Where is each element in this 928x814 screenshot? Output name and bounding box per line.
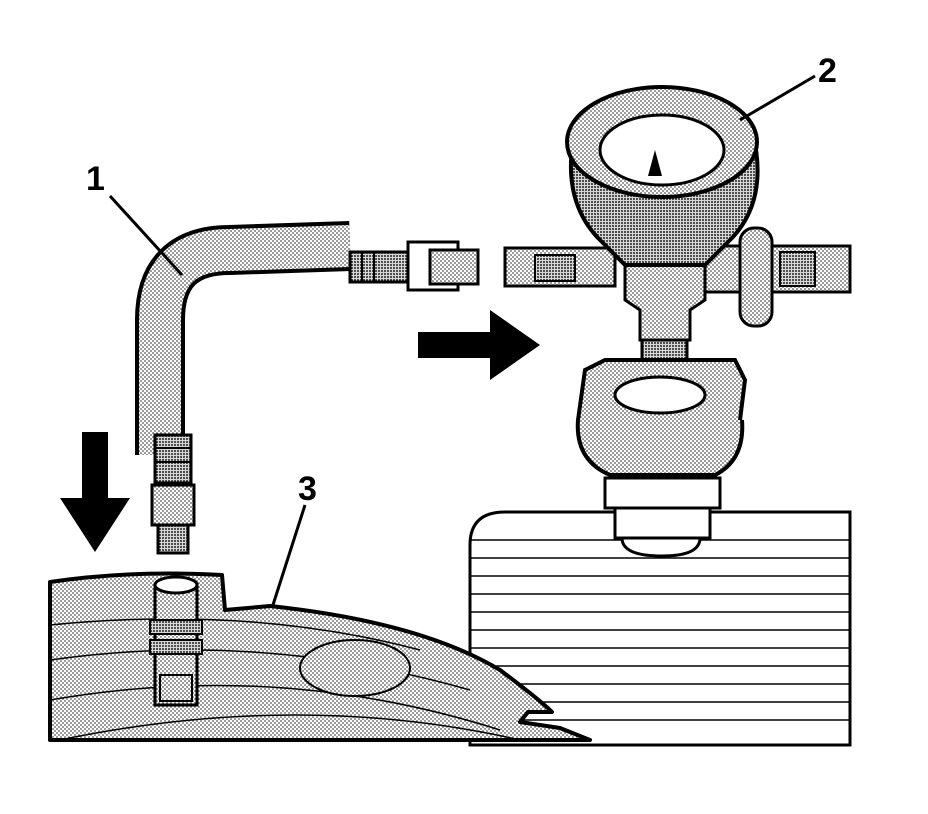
radiator-tank bbox=[468, 510, 852, 747]
callout-2: 2 bbox=[818, 52, 837, 90]
leader-line-3 bbox=[270, 504, 307, 609]
relief-valve bbox=[738, 226, 774, 328]
reservoir-top bbox=[48, 571, 592, 742]
arrow-down bbox=[60, 432, 130, 552]
arrow-right bbox=[418, 310, 540, 380]
gauge-face bbox=[598, 113, 726, 187]
leader-line-2 bbox=[739, 74, 816, 122]
callout-1: 1 bbox=[86, 160, 105, 198]
pressure-tester bbox=[503, 85, 852, 558]
leader-line-1 bbox=[108, 194, 184, 277]
adapter-hose bbox=[135, 221, 480, 555]
callout-3: 3 bbox=[298, 470, 317, 508]
